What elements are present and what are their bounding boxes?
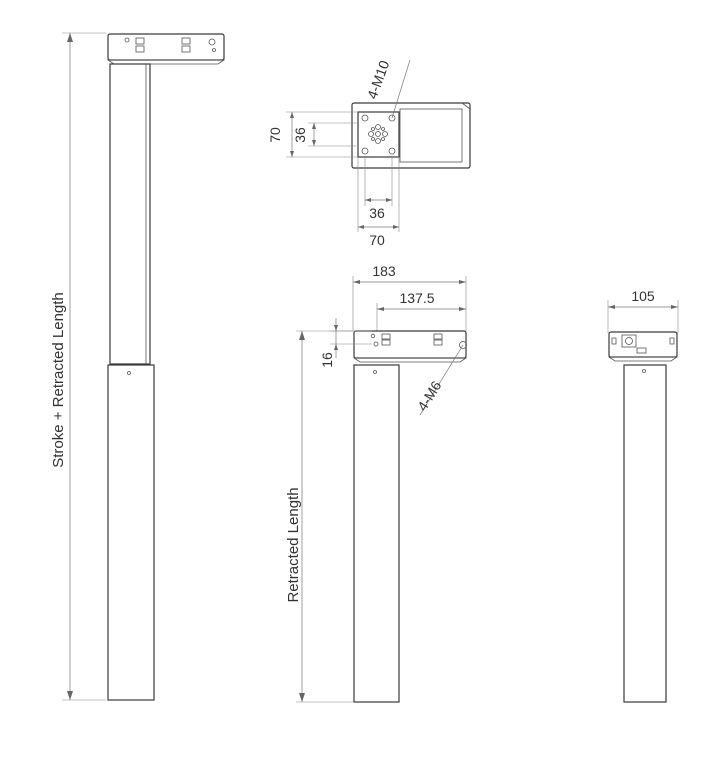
outer-tube bbox=[107, 364, 155, 701]
inner-tube bbox=[109, 63, 151, 365]
top-head bbox=[107, 33, 225, 61]
side-dim-137-5: 137.5 bbox=[399, 290, 434, 306]
top-dim-36-horizontal: 36 bbox=[369, 205, 385, 221]
top-dim-70-vertical: 70 bbox=[267, 127, 283, 143]
side-dim-16: 16 bbox=[319, 352, 335, 368]
side-tube bbox=[353, 364, 400, 703]
bolt-m6-label: 4-M6 bbox=[414, 378, 445, 414]
top-dim-36-vertical: 36 bbox=[292, 127, 308, 143]
stroke-retracted-length-label: Stroke + Retracted Length bbox=[50, 292, 67, 468]
front-view: 105 bbox=[607, 288, 679, 703]
retracted-length-label: Retracted Length bbox=[285, 487, 302, 602]
top-dim-70-horizontal: 70 bbox=[369, 232, 385, 248]
front-tube bbox=[623, 364, 667, 703]
side-head bbox=[353, 330, 467, 359]
top-plate-view: 4-M10 70 36 36 70 bbox=[267, 58, 471, 248]
front-dim-105: 105 bbox=[631, 288, 655, 304]
side-dim-183: 183 bbox=[372, 263, 396, 279]
retracted-side-view: 183 137.5 16 4-M6 bbox=[285, 263, 468, 703]
bolt-m10-label: 4-M10 bbox=[364, 58, 393, 101]
extended-column-view: Stroke + Retracted Length bbox=[50, 32, 226, 701]
mounting-plate bbox=[357, 111, 400, 158]
top-housing bbox=[351, 102, 471, 169]
